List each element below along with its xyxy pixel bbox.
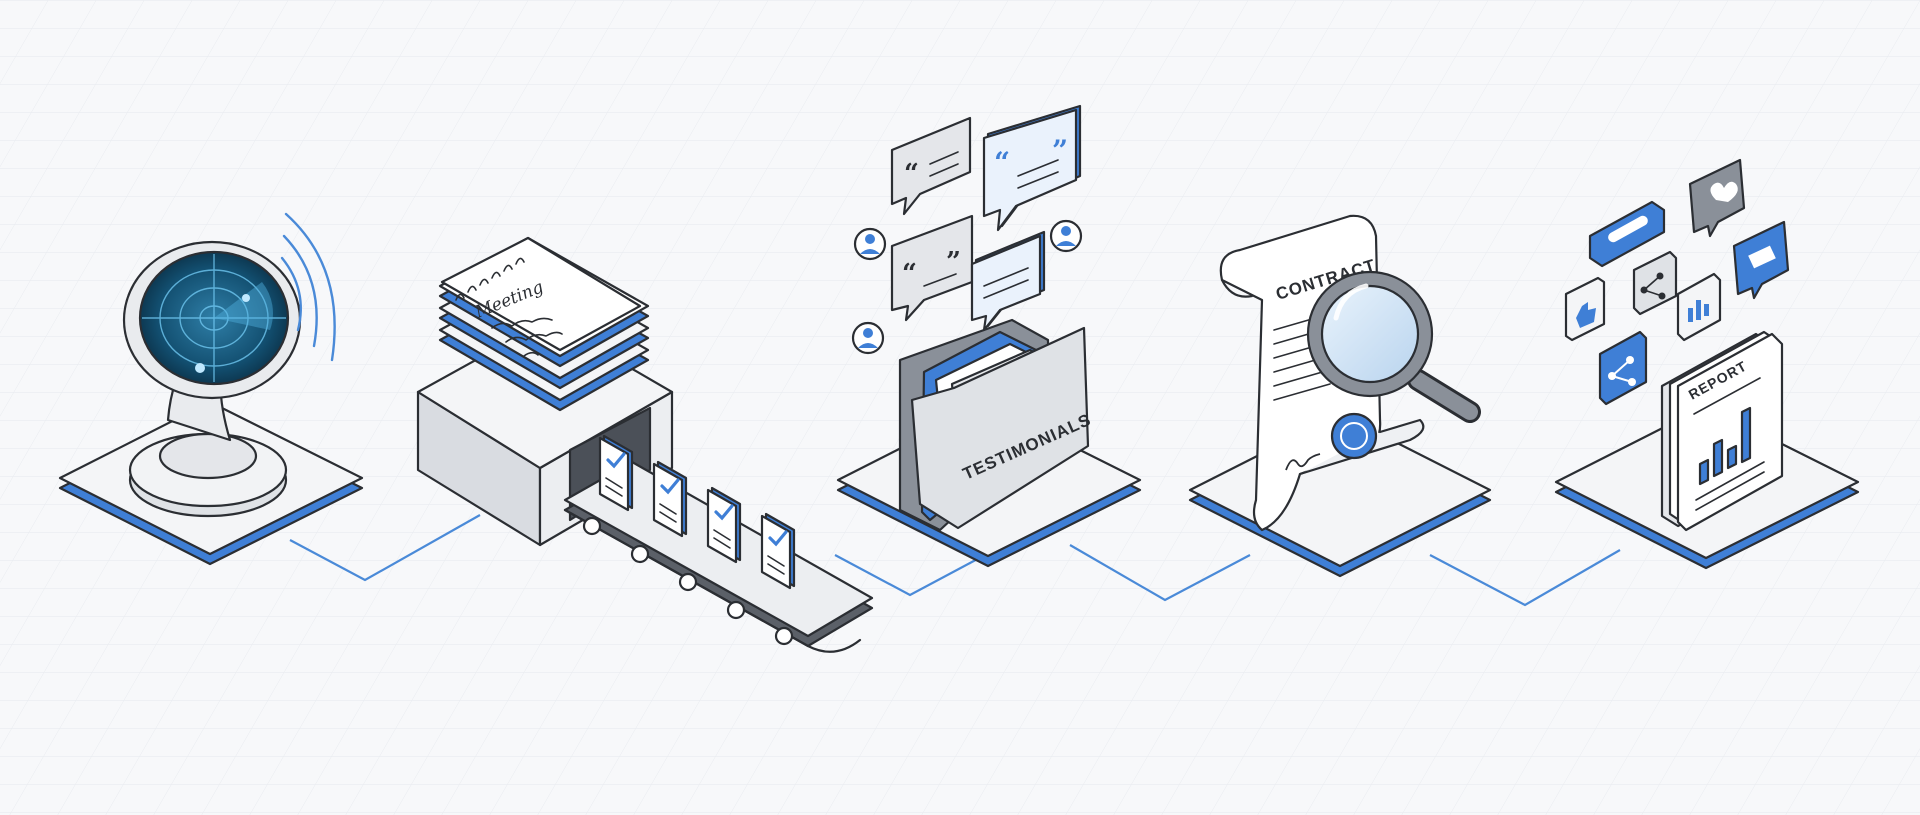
folder-icon: TESTIMONIALS (898, 318, 1094, 532)
magnifying-glass-icon (1306, 270, 1481, 423)
notepad-stack-icon: Meeting (438, 236, 650, 412)
quote-speech-bubble-icon: “ “ ” “ ” (890, 104, 1082, 332)
social-media-icon (1564, 158, 1790, 406)
station-contract: CONTRACT (1188, 214, 1492, 578)
report-document-icon: REPORT (1660, 330, 1784, 532)
station-radar (58, 212, 364, 566)
checklist-document-icon (598, 434, 796, 590)
station-processing: Meeting (416, 236, 874, 653)
svg-text:“: “ (994, 146, 1010, 179)
svg-text:“: “ (902, 259, 917, 289)
station-report: REPORT (1554, 158, 1860, 570)
svg-text:”: ” (1052, 134, 1068, 167)
seal-badge-icon (1330, 412, 1378, 460)
svg-text:”: ” (946, 247, 961, 277)
station-testimonials: TESTIMONIALS “ “ ” “ ” (836, 104, 1142, 568)
connector-lines (289, 514, 1621, 607)
svg-text:“: “ (904, 159, 919, 189)
user-avatar-icon (851, 219, 1083, 355)
radar-dish-icon (122, 212, 336, 518)
